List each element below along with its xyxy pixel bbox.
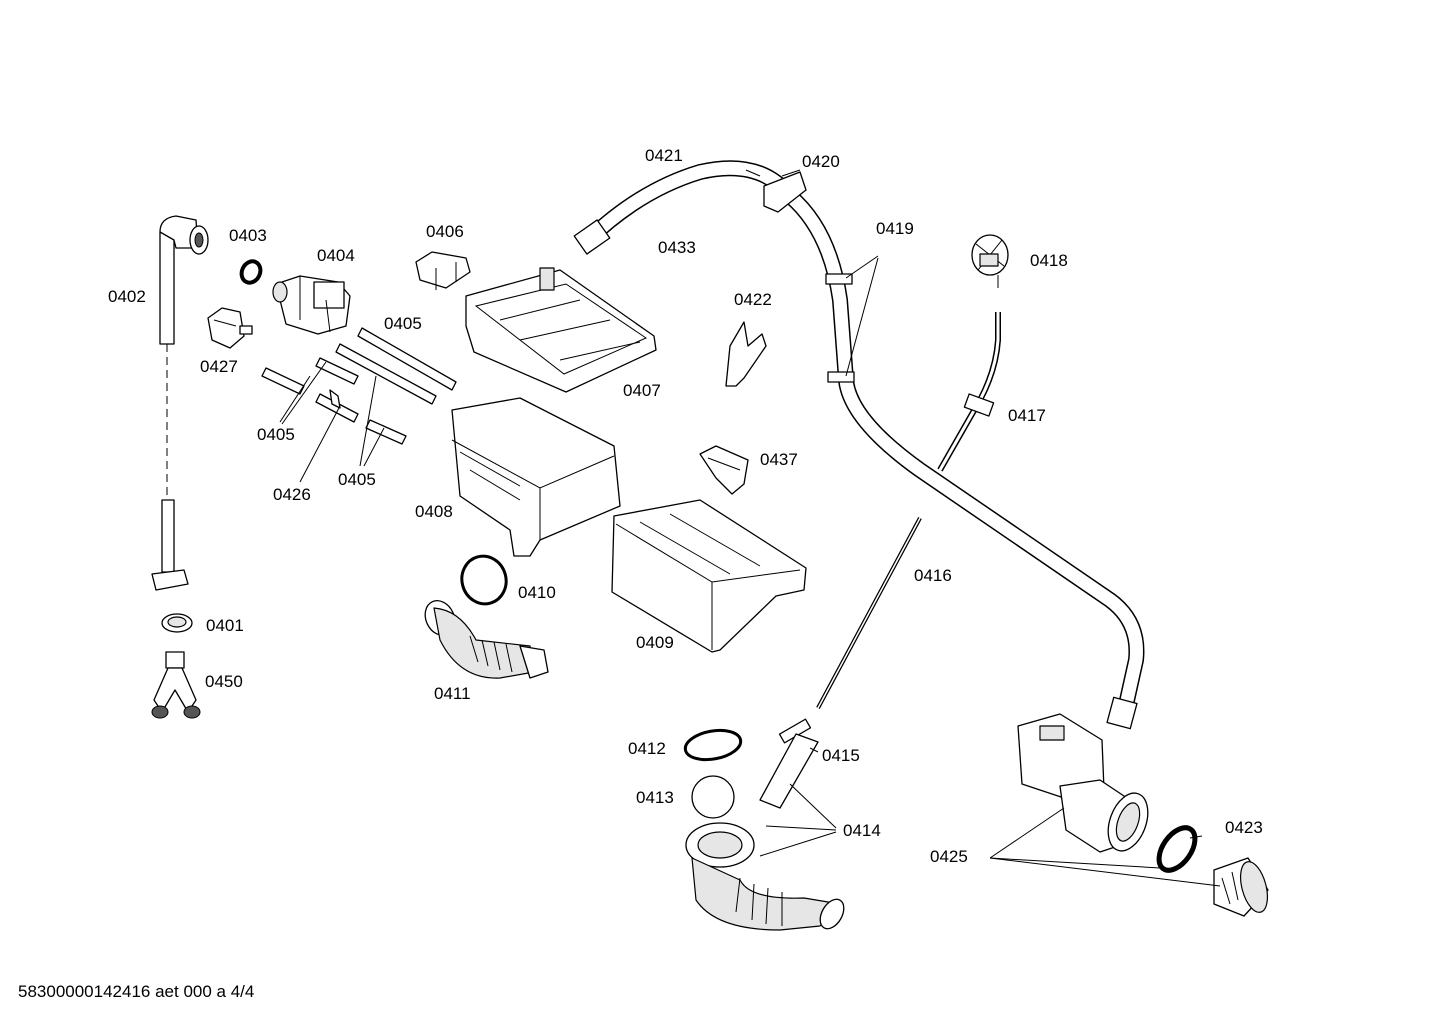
label-0437: 0437 <box>760 450 798 469</box>
label-0412: 0412 <box>628 739 666 758</box>
label-0401: 0401 <box>206 616 244 635</box>
label-0404: 0404 <box>317 246 355 265</box>
label-0413: 0413 <box>636 788 674 807</box>
label-0420: 0420 <box>802 152 840 171</box>
label-0403: 0403 <box>229 226 267 245</box>
part-0421-hose <box>573 160 1145 730</box>
part-0433-hose <box>649 267 715 361</box>
part-0422-fork-bracket <box>725 321 767 387</box>
label-0405-c: 0405 <box>338 470 376 489</box>
part-0402-inlet-hose <box>151 215 209 591</box>
label-0410: 0410 <box>518 583 556 602</box>
label-0421: 0421 <box>645 146 683 165</box>
part-0401-filter <box>161 613 193 633</box>
label-0450: 0450 <box>205 672 243 691</box>
leader-lines <box>279 169 1221 887</box>
part-0427-valve <box>207 307 253 349</box>
part-0425-drain-pump <box>1017 713 1149 853</box>
part-0403-seal-ring <box>239 259 263 285</box>
label-0419: 0419 <box>876 219 914 238</box>
label-0433: 0433 <box>658 238 696 257</box>
part-0413-ball <box>691 775 735 819</box>
label-0418: 0418 <box>1030 251 1068 270</box>
label-0409: 0409 <box>636 633 674 652</box>
label-0417: 0417 <box>1008 406 1046 425</box>
label-0407: 0407 <box>623 381 661 400</box>
part-0425-filter <box>1213 857 1269 917</box>
part-0426-t-piece <box>315 389 359 423</box>
part-0411-bellows-hose <box>424 599 549 679</box>
part-0417-pressure-hose <box>937 312 1001 472</box>
label-0422: 0422 <box>734 290 772 309</box>
label-0411: 0411 <box>434 684 471 703</box>
label-0408: 0408 <box>415 502 453 521</box>
part-0406-clip <box>415 251 471 290</box>
label-0405-a: 0405 <box>384 314 422 333</box>
label-0425: 0425 <box>930 847 968 866</box>
part-0418-pressure-switch <box>971 234 1009 288</box>
part-0416-rod <box>816 517 922 709</box>
part-0423-seal-ring <box>1156 825 1198 873</box>
part-0450-y-connector <box>151 651 201 719</box>
part-0412-ring <box>683 728 743 762</box>
part-0410-seal-ring <box>460 554 508 606</box>
label-0426: 0426 <box>273 485 311 504</box>
label-0402: 0402 <box>108 287 146 306</box>
label-0416: 0416 <box>914 566 952 585</box>
part-0407-dispenser-cover <box>465 267 657 393</box>
part-0405-tubes <box>261 327 457 445</box>
label-0423: 0423 <box>1225 818 1263 837</box>
part-0419-clamps <box>825 273 855 383</box>
part-0404-valve <box>272 275 351 335</box>
part-0437-clip <box>699 445 749 495</box>
part-0408-dispenser-housing <box>451 397 621 557</box>
part-0414-sump-hose <box>685 733 845 931</box>
label-0414: 0414 <box>843 821 881 840</box>
label-0415: 0415 <box>822 746 860 765</box>
part-0409-detergent-drawer <box>611 499 807 653</box>
document-footer-code: 58300000142416 aet 000 a 4/4 <box>18 982 255 1001</box>
label-0406: 0406 <box>426 222 464 241</box>
label-0427: 0427 <box>200 357 238 376</box>
label-0405-b: 0405 <box>257 425 295 444</box>
part-0420-bracket <box>763 171 807 213</box>
